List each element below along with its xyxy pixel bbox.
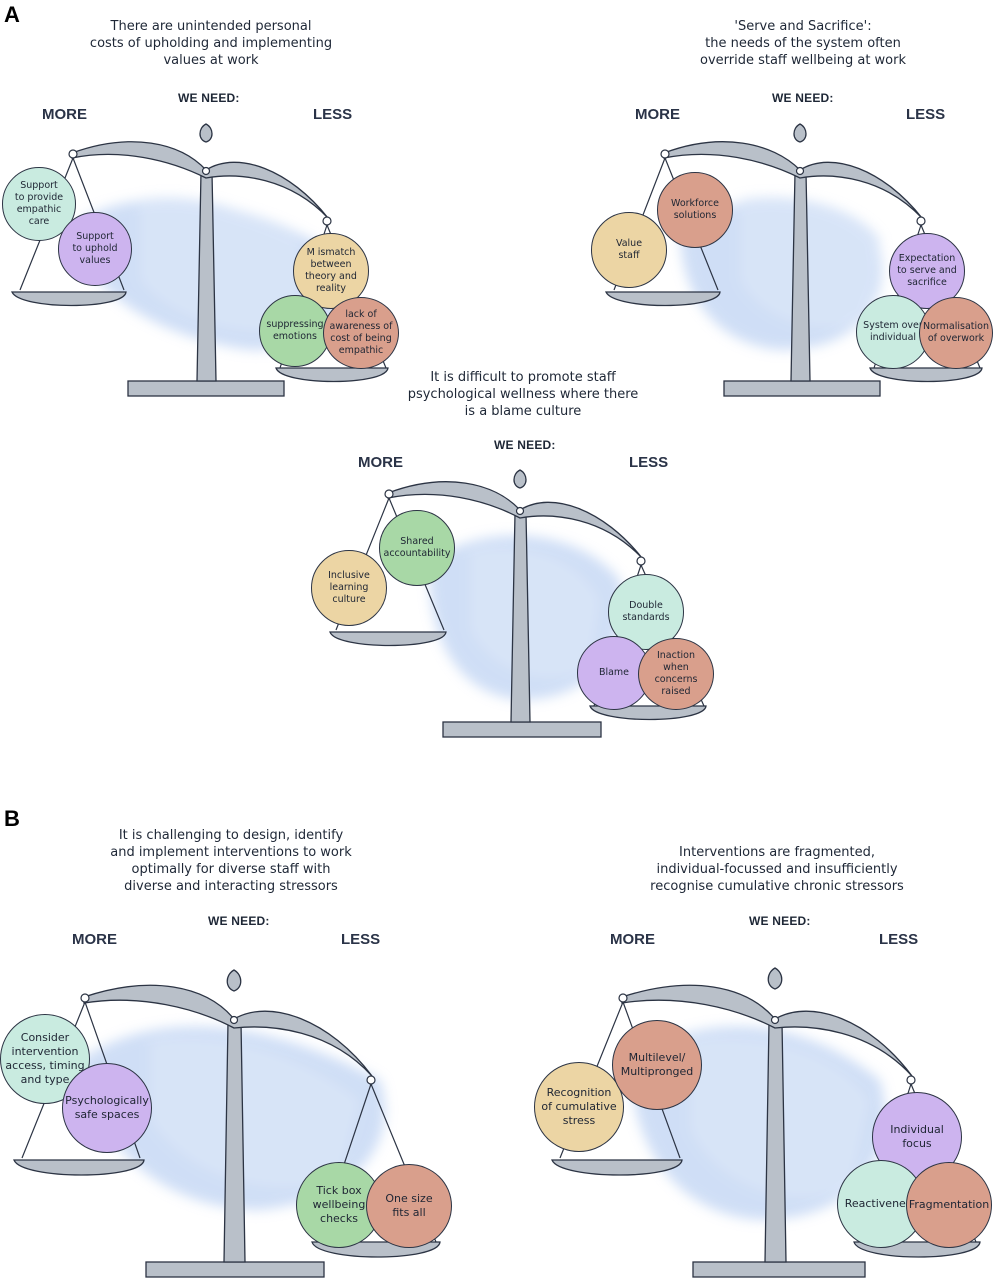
diagram-a3-more-label: MORE [358,454,403,471]
scale-pan-right [869,367,983,383]
diagram-b1-more-label: MORE [72,931,117,948]
diagram-b2-we-need: WE NEED: [749,914,811,928]
caption-line: Interventions are fragmented, [679,845,875,860]
caption-line: values at work [163,53,259,68]
diagram-a1-more-label: MORE [42,106,87,123]
scale-pillar [223,1021,246,1263]
diagram-a3-less-label: LESS [629,454,669,471]
scale-base [442,721,602,738]
scale-base [692,1261,866,1278]
caption-line: optimally for diverse staff with [131,862,331,877]
diagram-a3-caption: It is difficult to promote staff psychol… [378,369,668,420]
diagram-a2-less-label: LESS [906,106,946,123]
scale-finial [793,123,807,143]
panel-letter-a: A [4,2,20,27]
caption-line: diverse and interacting stressors [124,879,338,894]
scale-finial [767,967,783,990]
more-item-bubble: Multilevel/Multipronged [612,1020,702,1110]
scale-pillar [790,171,811,382]
scale-pan-right [275,367,389,383]
scale-base [723,380,881,397]
diagram-b1-we-need: WE NEED: [208,914,270,928]
scale-finial [199,123,213,143]
diagram-a3-scale [329,469,707,738]
diagram-a2-more-label: MORE [635,106,680,123]
scale-finial [513,469,527,489]
diagram-a1-scale [10,123,389,397]
diagram-b1-caption: It is challenging to design, identify an… [84,827,378,895]
caption-line: individual-focussed and insufficiently [656,862,898,877]
diagram-a2-scale [604,123,983,397]
caption-line: override staff wellbeing at work [699,53,907,68]
scale-base [127,380,285,397]
diagram-a3-we-need: WE NEED: [494,438,556,452]
watercolor-wash [680,197,882,350]
scale-pan-left [551,1159,683,1176]
scale-pan-left [329,631,447,647]
caption-line: psychological wellness where there [407,387,639,402]
caption-line: recognise cumulative chronic stressors [650,879,904,894]
diagram-b1-less-label: LESS [341,931,381,948]
scale-pillar [510,512,531,723]
diagram-a1-caption: There are unintended personal costs of u… [66,18,356,69]
caption-line: is a blame culture [464,404,582,419]
diagram-b2-less-label: LESS [879,931,919,948]
scale-pan-left [604,291,721,307]
panel-letter-b: B [4,806,20,831]
caption-line: There are unintended personal [110,19,312,34]
diagram-a2-we-need: WE NEED: [772,91,834,105]
caption-line: It is difficult to promote staff [430,370,616,385]
diagram-a1-less-label: LESS [313,106,353,123]
diagram-b2-more-label: MORE [610,931,655,948]
diagram-b1-scale [13,969,441,1278]
diagram-b2-caption: Interventions are fragmented, individual… [632,844,922,895]
scale-pillar [196,171,217,382]
scale-finial [226,969,242,992]
scale-pan-left [13,1159,145,1176]
scale-pan-left [10,291,127,307]
caption-line: the needs of the system often [705,36,901,51]
scale-pillar [764,1021,787,1263]
caption-line: It is challenging to design, identify [118,828,344,843]
caption-line: and implement interventions to work [110,845,352,860]
diagram-a2-caption: 'Serve and Sacrifice': the needs of the … [658,18,948,69]
diagram-a1-we-need: WE NEED: [178,91,240,105]
caption-line: 'Serve and Sacrifice': [734,19,872,34]
caption-line: costs of upholding and implementing [89,36,333,51]
scale-base [145,1261,325,1278]
less-item-bubble: Fragmentation [906,1162,992,1248]
